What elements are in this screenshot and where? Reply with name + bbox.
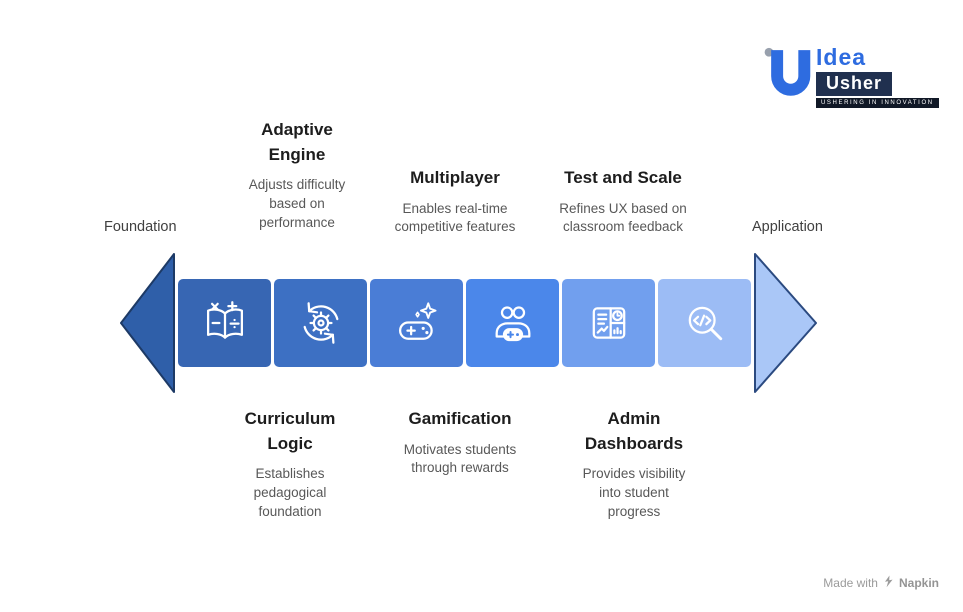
step-curriculum-logic: Curriculum Logic Establishes pedagogical… [215, 407, 365, 521]
step-title: Multiplayer [410, 168, 500, 187]
segment-curriculum-logic [178, 279, 271, 367]
math-book-icon [206, 301, 243, 339]
flow-arrowhead-left [120, 253, 175, 393]
iteration-gear-icon [303, 302, 338, 344]
flow-arrow [120, 253, 817, 393]
segment-admin-dashboards [562, 279, 655, 367]
flow-arrow-body [178, 279, 751, 367]
segment-test-and-scale [658, 279, 751, 367]
game-controller-sparkle-icon [398, 302, 437, 340]
step-title: Admin Dashboards [584, 409, 684, 453]
step-test-and-scale: Test and Scale Refines UX based on class… [538, 166, 708, 237]
logo-usher-text: Usher [816, 72, 893, 96]
step-description: Motivates students through rewards [403, 441, 517, 476]
foundation-label: Foundation [104, 219, 177, 235]
segment-gamification [370, 279, 463, 367]
napkin-brand-text: Napkin [898, 576, 939, 590]
step-description: Adjusts difficulty based on performance [248, 177, 346, 230]
step-description: Establishes pedagogical foundation [253, 466, 327, 519]
logo-idea-text: Idea [816, 44, 867, 70]
code-magnifier-icon [688, 306, 722, 341]
step-description: Enables real-time competitive features [394, 200, 516, 235]
admin-dashboard-icon [592, 307, 625, 339]
multiplayer-people-icon [495, 306, 530, 342]
logo-tagline: USHERING IN INNOVATION [816, 97, 939, 108]
step-description: Refines UX based on classroom feedback [559, 200, 687, 235]
logo-wordmark: Idea Usher USHERING IN INNOVATION [816, 46, 939, 108]
step-multiplayer: Multiplayer Enables real-time competitiv… [370, 166, 540, 237]
step-title: Adaptive Engine [261, 120, 333, 164]
step-title: Curriculum Logic [244, 409, 336, 453]
napkin-logo-icon [883, 575, 894, 591]
made-with-text: Made with [823, 576, 878, 590]
segment-multiplayer [466, 279, 559, 367]
made-with-napkin: Made with Napkin [823, 575, 939, 591]
segment-adaptive-engine [274, 279, 367, 367]
application-label: Application [752, 219, 823, 235]
step-title: Gamification [408, 409, 512, 428]
flow-arrowhead-right [754, 253, 817, 393]
idea-usher-logo: Idea Usher USHERING IN INNOVATION [763, 44, 939, 108]
step-description: Provides visibility into student progres… [582, 466, 686, 519]
step-title: Test and Scale [564, 168, 682, 187]
step-gamification: Gamification Motivates students through … [375, 407, 545, 478]
logo-u-icon [763, 44, 813, 104]
step-admin-dashboards: Admin Dashboards Provides visibility int… [559, 407, 709, 521]
step-adaptive-engine: Adaptive Engine Adjusts difficulty based… [222, 118, 372, 232]
